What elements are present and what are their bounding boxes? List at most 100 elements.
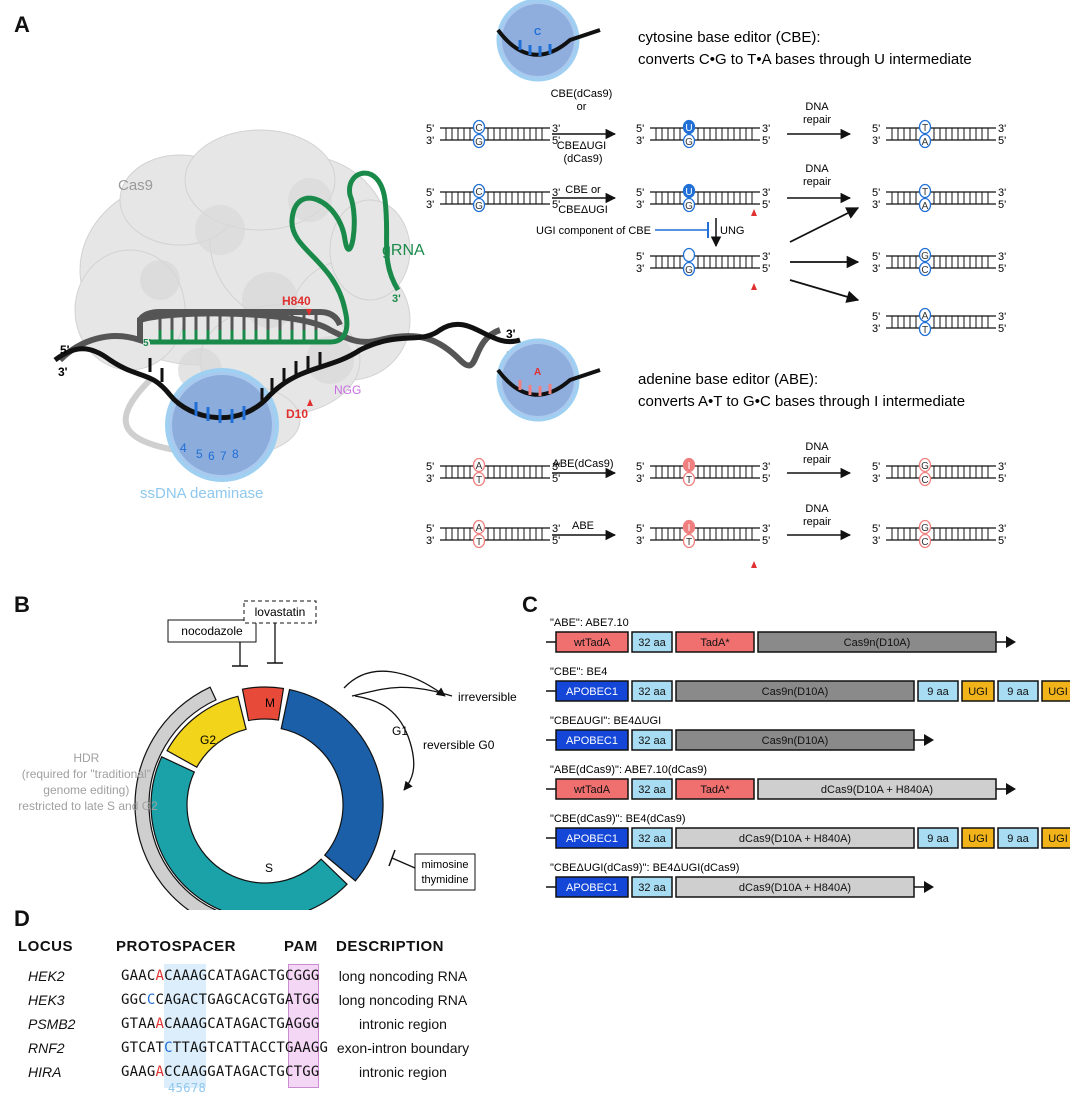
svg-text:5': 5' — [426, 461, 434, 473]
svg-text:5': 5' — [762, 199, 770, 211]
position-8: 8 — [232, 447, 239, 461]
cbe-title: cytosine base editor (CBE): — [638, 29, 821, 46]
linker-loop — [122, 377, 176, 453]
construct-title: "CBEΔUGI(dCas9)": BE4ΔUGI(dCas9) — [550, 862, 739, 874]
nick-marker-3 — [751, 561, 757, 568]
svg-text:G: G — [921, 251, 929, 262]
svg-text:3': 3' — [872, 263, 880, 275]
locus-hek2: HEK2 — [28, 968, 65, 984]
hdr-label: HDR (required for "traditional" genome e… — [18, 751, 158, 813]
svg-text:3': 3' — [552, 523, 560, 535]
svg-text:5': 5' — [872, 523, 880, 535]
svg-text:3': 3' — [872, 473, 880, 485]
domain-9-aa — [997, 680, 1039, 702]
grna-3-prime: 3' — [392, 293, 401, 305]
window-positions: 45678 — [168, 1081, 207, 1095]
nick-marker-1 — [751, 209, 757, 216]
pam-highlight — [288, 964, 319, 1088]
svg-text:U: U — [685, 123, 692, 134]
arrow-abe-dcas9-label: ABE(dCas9) — [552, 458, 613, 470]
svg-text:dCas9(D10A + H840A): dCas9(D10A + H840A) — [739, 833, 851, 845]
svg-text:A: A — [922, 201, 929, 212]
svg-text:3': 3' — [636, 535, 644, 547]
svg-text:T: T — [476, 475, 482, 486]
svg-text:5': 5' — [426, 123, 434, 135]
domain-wttada — [555, 631, 629, 653]
svg-text:G: G — [475, 137, 483, 148]
svg-text:I: I — [688, 523, 691, 534]
description-hira: intronic region — [359, 1064, 447, 1080]
svg-text:5': 5' — [552, 473, 560, 485]
cas9-illustration: Cas9 gRNA 3' 5' 4 5 6 7 8 H840 — [53, 129, 521, 500]
svg-text:3': 3' — [552, 461, 560, 473]
ugi-component-label: UGI component of CBE — [536, 225, 651, 237]
svg-text:9 aa: 9 aa — [1007, 686, 1029, 698]
svg-text:C: C — [921, 265, 928, 276]
svg-text:5': 5' — [872, 123, 880, 135]
svg-text:I: I — [688, 461, 691, 472]
mimosine-thymidine-box — [414, 853, 476, 891]
panel-label-b: B — [14, 592, 30, 617]
svg-text:3': 3' — [426, 199, 434, 211]
svg-text:3': 3' — [762, 187, 770, 199]
locus-hek3: HEK3 — [28, 992, 65, 1008]
duplex-cbe-start-1: 5'3'3'5'CG — [426, 119, 560, 149]
svg-text:G: G — [685, 137, 693, 148]
svg-text:APOBEC1: APOBEC1 — [566, 735, 618, 747]
domain-tada- — [675, 631, 755, 653]
thymidine-label: thymidine — [421, 874, 468, 886]
svg-text:5': 5' — [636, 523, 644, 535]
svg-text:5': 5' — [762, 135, 770, 147]
h840-nick-marker — [306, 309, 312, 316]
mimosine-label: mimosine — [421, 859, 468, 871]
arrow-cbe-dcas9-label: CBE(dCas9) or CBEΔUGI (dCas9) — [551, 88, 616, 165]
description-rnf2: exon-intron boundary — [336, 1040, 470, 1056]
cbe-icon: C — [496, 0, 601, 82]
svg-text:G: G — [475, 201, 483, 212]
svg-text:5': 5' — [552, 199, 560, 211]
phase-g2 — [166, 695, 247, 769]
phase-g2-label: G2 — [200, 733, 216, 747]
domain-32-aa — [631, 778, 673, 800]
svg-text:T: T — [922, 123, 928, 134]
svg-text:dCas9(D10A + H840A): dCas9(D10A + H840A) — [821, 784, 933, 796]
panel-label-a: A — [14, 12, 30, 37]
svg-text:A: A — [922, 311, 929, 322]
domain-tada- — [675, 778, 755, 800]
svg-text:5': 5' — [636, 461, 644, 473]
duplex-cbe-start-2: 5'3'3'5'CG — [426, 183, 560, 213]
svg-text:C: C — [475, 187, 482, 198]
domain-ugi — [961, 680, 995, 702]
svg-text:UGI: UGI — [968, 686, 988, 698]
svg-text:C: C — [921, 537, 928, 548]
construct-title: "ABE(dCas9)": ABE7.10(dCas9) — [550, 764, 707, 776]
grna-5-prime: 5' — [143, 338, 151, 349]
svg-text:UGI: UGI — [1048, 686, 1068, 698]
duplex-abe-i-1: 5'3'3'5'IT — [636, 457, 770, 487]
locus-rnf2: RNF2 — [28, 1040, 65, 1056]
position-7: 7 — [220, 449, 227, 463]
domain-apobec1 — [555, 729, 629, 751]
phase-s — [150, 756, 348, 910]
svg-text:3': 3' — [762, 523, 770, 535]
hdr-window-arc — [134, 686, 218, 910]
duplex-abe-end-2: 5'3'3'5'GC — [872, 519, 1006, 549]
domain-32-aa — [631, 876, 673, 898]
svg-text:A: A — [534, 367, 541, 378]
svg-text:3': 3' — [762, 461, 770, 473]
svg-text:5': 5' — [762, 263, 770, 275]
domain-32-aa — [631, 827, 673, 849]
svg-text:3': 3' — [636, 263, 644, 275]
pam-label: NGG — [334, 383, 361, 397]
svg-text:5': 5' — [636, 251, 644, 263]
svg-text:3': 3' — [426, 535, 434, 547]
grna-strand — [150, 170, 401, 345]
domain-ugi — [961, 827, 995, 849]
nocodazole-box — [167, 619, 257, 643]
